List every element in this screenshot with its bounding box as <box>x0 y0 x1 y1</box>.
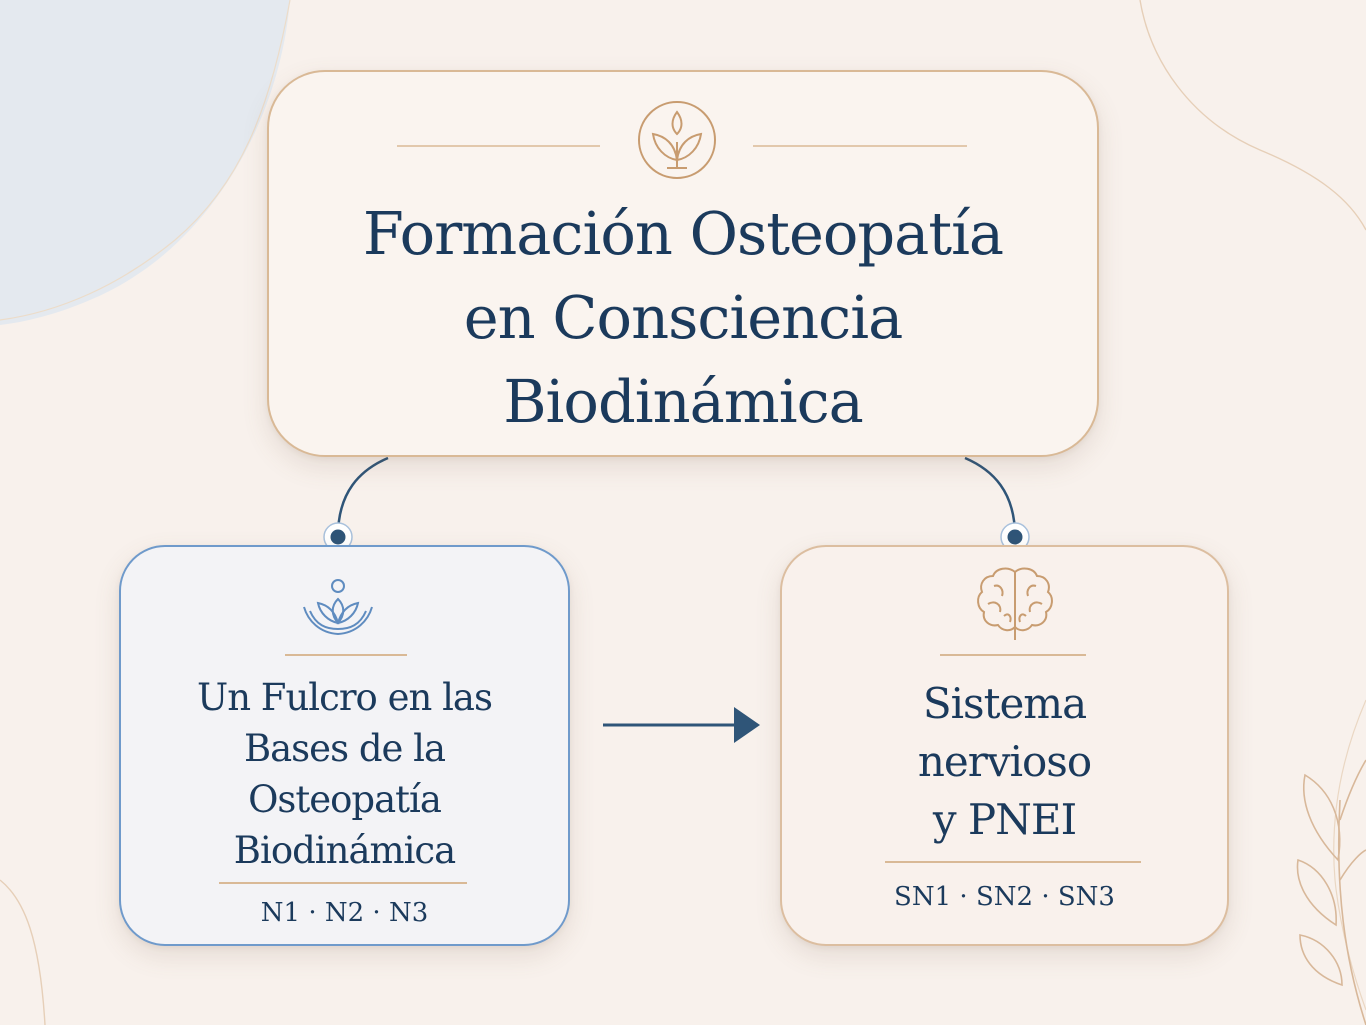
left-bottom-divider <box>219 882 467 884</box>
main-title-card <box>267 70 1099 457</box>
lotus-hands-icon <box>303 579 373 636</box>
node-title-line: Bases de la <box>243 727 446 770</box>
left-top-divider <box>285 654 407 656</box>
levels-label-nervous-system: SN1 · SN2 · SN3 <box>894 882 1115 912</box>
node-title-line: nervioso <box>917 737 1092 786</box>
main-title: Formación Osteopatía en Consciencia Biod… <box>0 192 1366 444</box>
main-title-line-2: en Consciencia <box>463 283 904 352</box>
node-title-line: Un Fulcro en las <box>197 676 493 719</box>
node-title-line: y PNEI <box>932 795 1077 844</box>
node-title-line: Biodinámica <box>233 829 456 872</box>
main-title-line-3: Biodinámica <box>503 367 864 436</box>
brain-icon <box>977 567 1053 640</box>
main-ornament <box>397 101 967 179</box>
lotus-sprout-icon <box>638 101 716 179</box>
levels-label-fundamentals: N1 · N2 · N3 <box>260 898 429 928</box>
node-card-nervous-system <box>780 545 1229 946</box>
flow-arrow <box>603 707 760 743</box>
node-title-line: Sistema <box>922 679 1087 728</box>
right-bottom-divider <box>885 861 1141 863</box>
node-title-nervous-system: Sistema nervioso y PNEI <box>780 675 1229 849</box>
leaf-decoration <box>1296 759 1366 1025</box>
main-title-line-1: Formación Osteopatía <box>362 199 1004 268</box>
right-top-divider <box>940 654 1086 656</box>
node-title-fundamentals: Un Fulcro en las Bases de la Osteopatía … <box>119 672 570 876</box>
node-title-line: Osteopatía <box>248 778 442 821</box>
